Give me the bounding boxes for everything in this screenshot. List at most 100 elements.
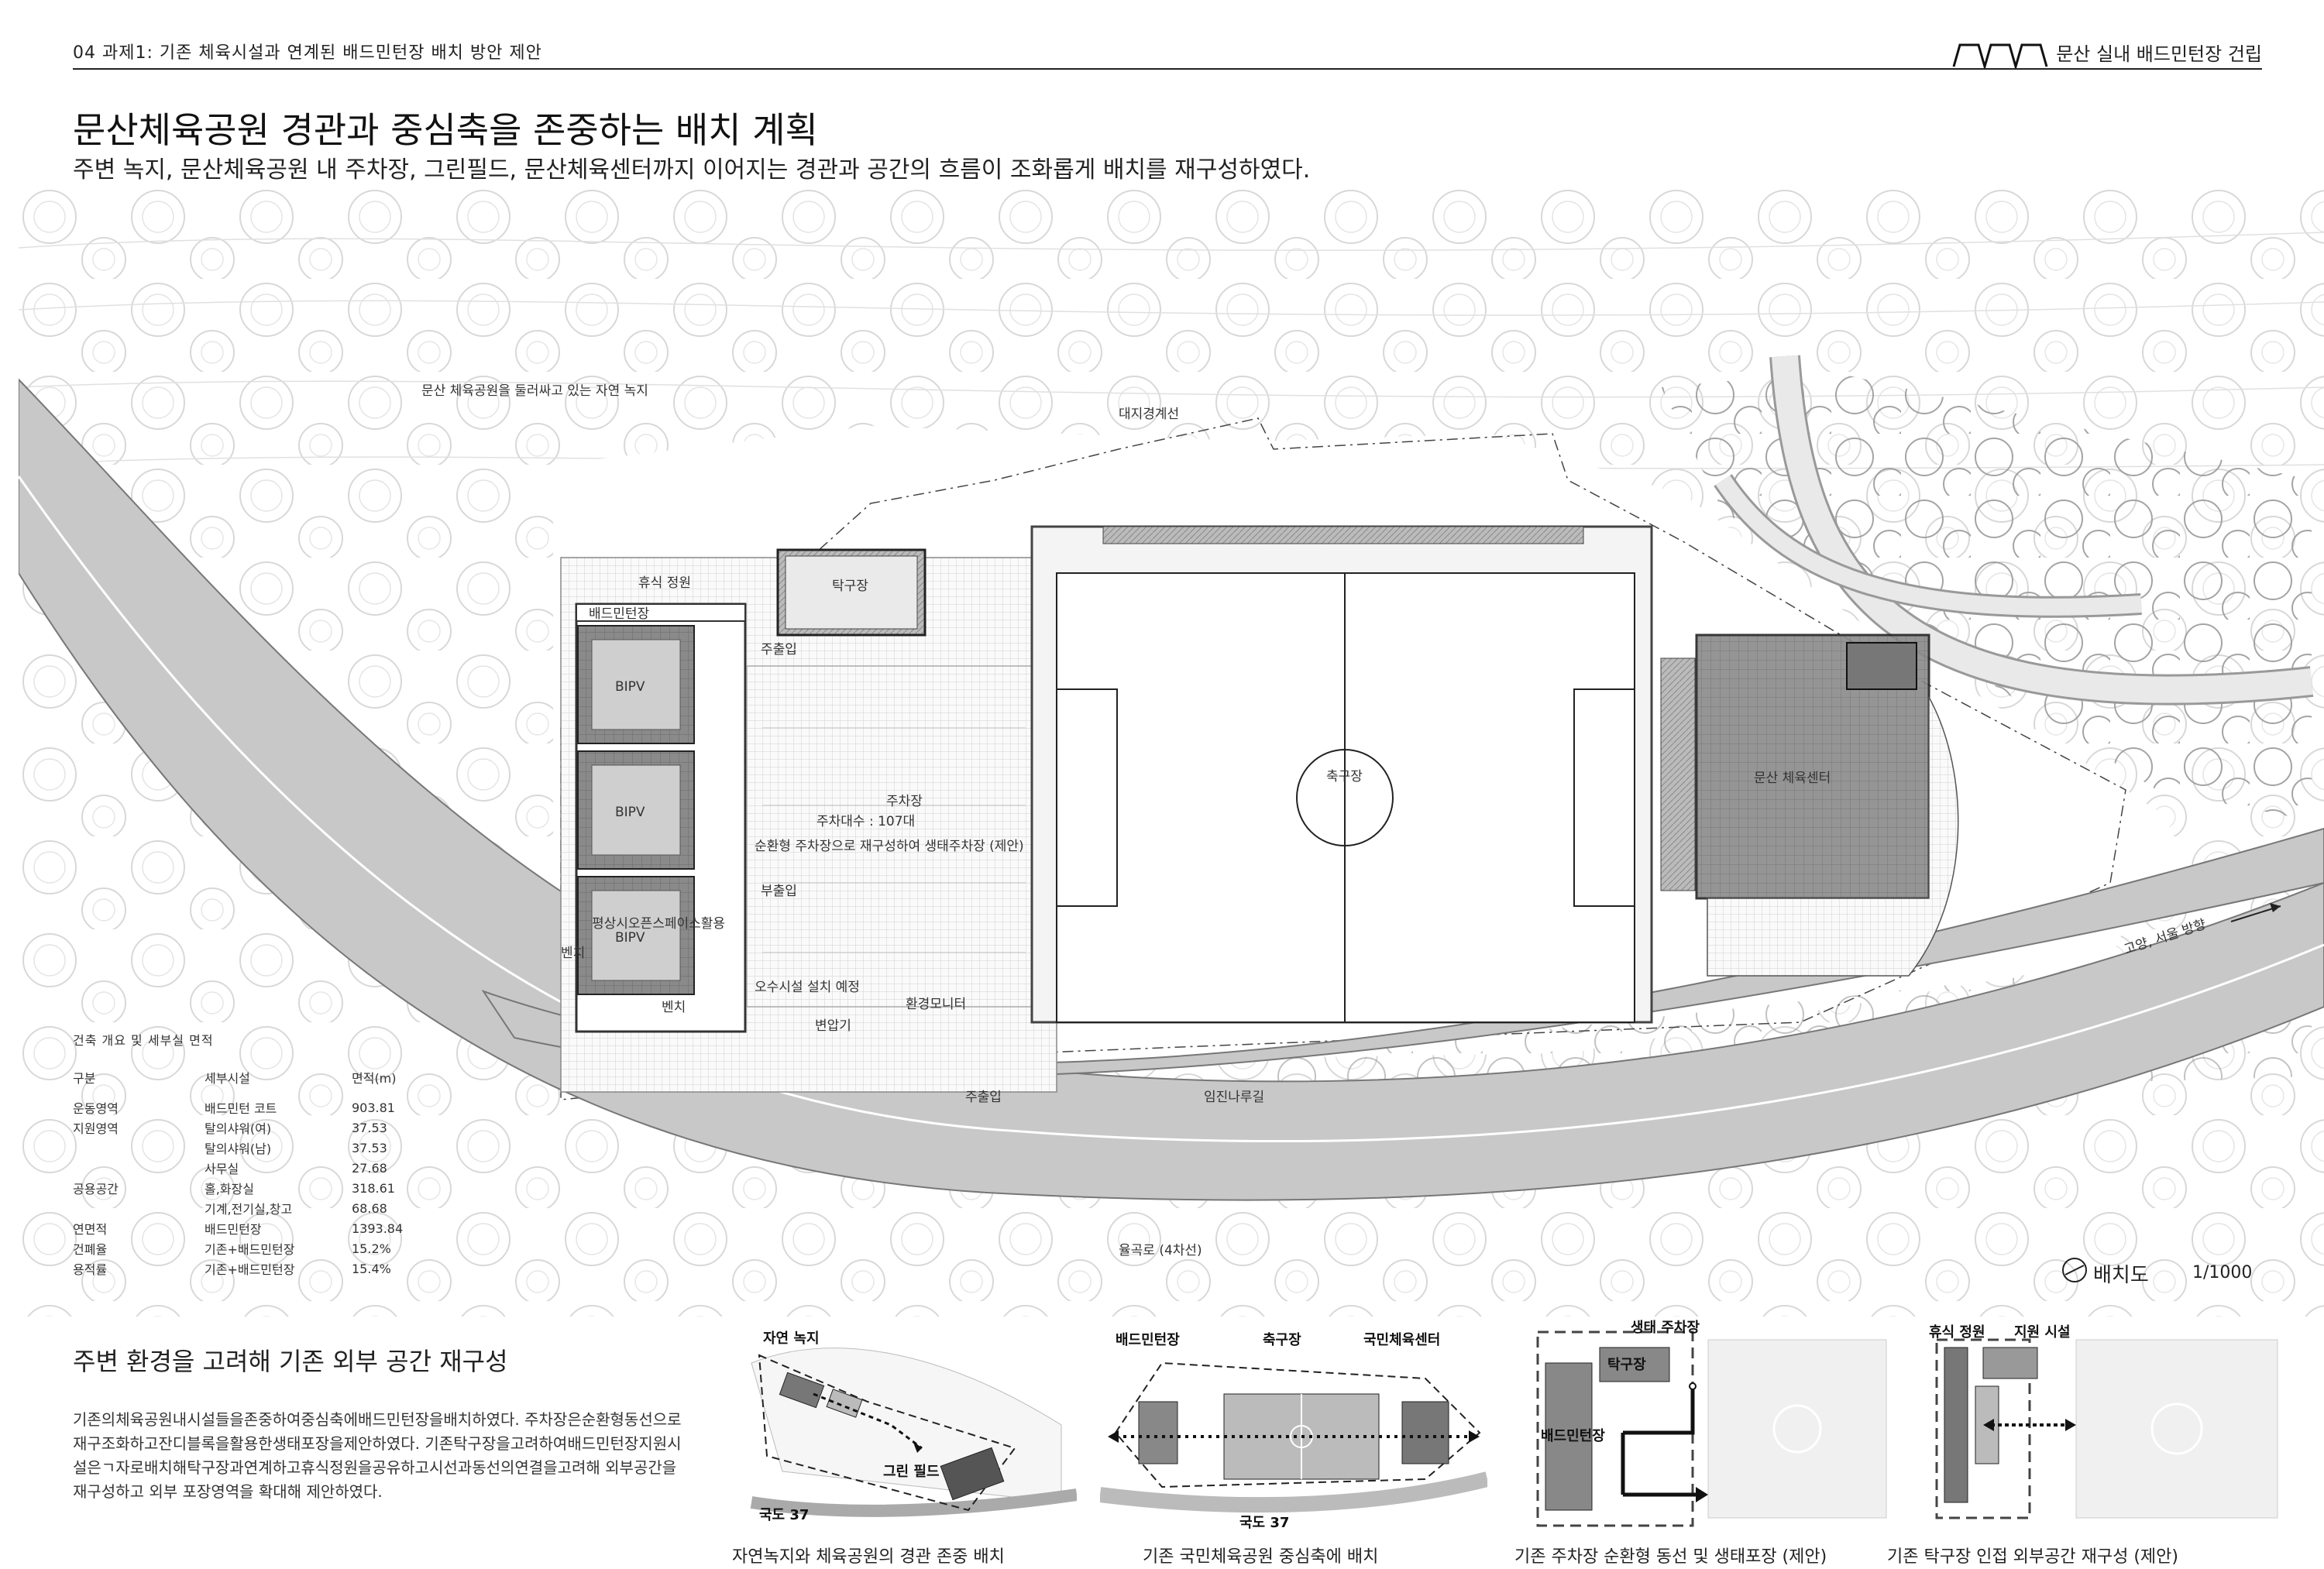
overview-cell: 사무실 bbox=[205, 1162, 239, 1176]
overview-cell: 318.61 bbox=[352, 1180, 395, 1196]
header-divider bbox=[73, 68, 2262, 70]
bipv-label-3: BIPV bbox=[615, 930, 645, 946]
overview-row: 공용공간 홀,화장실 318.61 bbox=[73, 1178, 411, 1198]
overview-cell: 37.53 bbox=[352, 1140, 387, 1155]
overview-cell: 903.81 bbox=[352, 1100, 395, 1115]
section-header: 04 과제1: 기존 체육시설과 연계된 배드민턴장 배치 방안 제안 bbox=[73, 43, 542, 63]
page-subtitle: 주변 녹지, 문산체육공원 내 주차장, 그린필드, 문산체육센터까지 이어지는… bbox=[73, 156, 1311, 184]
panel3-label-badminton: 배드민턴장 bbox=[1541, 1428, 1605, 1444]
panel2-label-center: 국민체육센터 bbox=[1363, 1332, 1440, 1348]
stadium-stand bbox=[1102, 526, 1584, 544]
project-header: 문산 실내 배드민턴장 건립 bbox=[1951, 39, 2262, 71]
north-arrow-icon bbox=[2062, 1258, 2087, 1282]
site-boundary bbox=[560, 417, 2126, 1100]
boundary-label: 대지경계선 bbox=[1119, 407, 1179, 422]
overview-cell: 지원영역 bbox=[73, 1121, 119, 1136]
overview-cell: 탈의샤워(여) bbox=[205, 1121, 272, 1136]
overview-cell bbox=[73, 1138, 205, 1158]
open-space-label: 평상시오픈스페이스활용 bbox=[592, 916, 725, 932]
panel2-label-road: 국도 37 bbox=[1239, 1515, 1289, 1531]
gate-entrance-label: 주출입 bbox=[965, 1090, 1002, 1105]
bipv-panels bbox=[577, 625, 695, 995]
soccer-label: 축구장 bbox=[1326, 769, 1363, 784]
overview-cell: 배드민턴 코트 bbox=[205, 1101, 277, 1116]
overview-cell: 27.68 bbox=[352, 1160, 387, 1176]
overview-row: 사무실 27.68 bbox=[73, 1158, 411, 1178]
panel4-label-garden: 휴식 정원 bbox=[1929, 1324, 1985, 1341]
panel3-caption: 기존 주차장 순환형 동선 및 생태포장 (제안) bbox=[1514, 1547, 1827, 1567]
overview-cell: 배드민턴장 bbox=[205, 1222, 262, 1237]
drain-label: 오수시설 설치 예정 bbox=[755, 980, 860, 995]
panel4-caption: 기존 탁구장 인접 외부공간 재구성 (제안) bbox=[1887, 1547, 2178, 1567]
panel1-label-road: 국도 37 bbox=[759, 1507, 809, 1523]
scale-label: 배치도 bbox=[2093, 1264, 2149, 1287]
panel2-caption: 기존 국민체육공원 중심축에 배치 bbox=[1143, 1547, 1379, 1567]
logo-icon bbox=[1952, 43, 2048, 71]
overview-cell: 홀,화장실 bbox=[205, 1182, 254, 1196]
bipv-label-1: BIPV bbox=[615, 679, 645, 695]
panel2-label-badminton: 배드민턴장 bbox=[1116, 1332, 1180, 1348]
overview-header: 세부시설 bbox=[205, 1071, 250, 1086]
scale-ratio: 1/1000 bbox=[2192, 1263, 2253, 1282]
table-tennis-label: 탁구장 bbox=[832, 579, 868, 594]
overview-cell: 탈의샤워(남) bbox=[205, 1142, 272, 1156]
bench-label-2: 벤치 bbox=[662, 1000, 686, 1015]
bench-label-1: 벤치 bbox=[561, 946, 585, 961]
green-label: 문산 체육공원을 둘러싸고 있는 자연 녹지 bbox=[421, 383, 648, 399]
page-title: 문산체육공원 경관과 중심축을 존중하는 배치 계획 bbox=[73, 109, 818, 151]
panel1-caption: 자연녹지와 체육공원의 경관 존중 배치 bbox=[732, 1547, 1005, 1567]
overview-cell: 15.2% bbox=[352, 1241, 391, 1256]
diagram-panel-4: 휴식 정원 지원 시설 bbox=[1913, 1317, 2285, 1533]
badminton-label: 배드민턴장 bbox=[589, 606, 650, 622]
project-title: 문산 실내 배드민턴장 건립 bbox=[2056, 43, 2262, 65]
overview-cell: 용적률 bbox=[73, 1262, 108, 1277]
panel3-label-parking: 생태 주차장 bbox=[1631, 1320, 1700, 1336]
parking-label: 주차장 bbox=[886, 794, 923, 809]
diagram-panel-2: 배드민턴장 축구장 국민체육센터 국도 37 bbox=[1100, 1317, 1487, 1533]
overview-cell: 1393.84 bbox=[352, 1221, 404, 1236]
panel1-label-green: 자연 녹지 bbox=[763, 1330, 820, 1347]
overview-row: 운동영역 배드민턴 코트 903.81 bbox=[73, 1097, 411, 1118]
diagram-panel-1: 자연 녹지 그린 필드 국도 37 bbox=[736, 1317, 1077, 1533]
bipv-label-2: BIPV bbox=[615, 805, 645, 820]
overview-cell: 연면적 bbox=[73, 1222, 108, 1237]
overview-header-row: 구분 세부시설 면적(m) bbox=[73, 1067, 411, 1097]
panel4-label-support: 지원 시설 bbox=[2014, 1324, 2071, 1341]
overview-row: 기계,전기실,창고 68.68 bbox=[73, 1198, 411, 1218]
overview-title: 건축 개요 및 세부실 면적 bbox=[73, 1033, 214, 1048]
bottom-title: 주변 환경을 고려해 기존 외부 공간 재구성 bbox=[73, 1347, 508, 1376]
monitor-label: 환경모니터 bbox=[906, 997, 966, 1012]
overview-header: 면적(m) bbox=[352, 1071, 397, 1086]
overview-cell bbox=[73, 1198, 205, 1218]
overview-cell: 공용공간 bbox=[73, 1182, 119, 1196]
parking-count: 주차대수 : 107대 bbox=[816, 814, 915, 829]
transformer-label: 변압기 bbox=[815, 1018, 851, 1034]
diagram-panel-3: 생태 주차장 탁구장 배드민턴장 bbox=[1507, 1317, 1894, 1533]
overview-cell: 37.53 bbox=[352, 1120, 387, 1135]
main-entrance-label: 주출입 bbox=[761, 642, 797, 657]
site-plan: 문산 체육공원을 둘러싸고 있는 자연 녹지 대지경계선 휴식 정원 배드민턴장… bbox=[19, 186, 2324, 1317]
sports-center-label: 문산 체육센터 bbox=[1754, 771, 1831, 786]
overview-cell: 운동영역 bbox=[73, 1101, 119, 1116]
panel2-label-soccer: 축구장 bbox=[1263, 1332, 1301, 1348]
sub-entrance-label: 부출입 bbox=[761, 884, 797, 899]
overview-row: 용적률 기존+배드민턴장 15.4% bbox=[73, 1258, 411, 1279]
overview-row: 건폐율 기존+배드민턴장 15.2% bbox=[73, 1238, 411, 1258]
overview-row: 탈의샤워(남) 37.53 bbox=[73, 1138, 411, 1158]
panel3-label-tabletennis: 탁구장 bbox=[1607, 1357, 1646, 1373]
rest-garden-label: 휴식 정원 bbox=[638, 575, 691, 591]
overview-cell: 기계,전기실,창고 bbox=[205, 1202, 293, 1217]
overview-cell: 기존+배드민턴장 bbox=[205, 1242, 295, 1257]
overview-row: 지원영역 탈의샤워(여) 37.53 bbox=[73, 1118, 411, 1138]
parking-note: 순환형 주차장으로 재구성하여 생태주차장 (제안) bbox=[755, 839, 1024, 854]
overview-cell bbox=[73, 1158, 205, 1178]
overview-cell: 기존+배드민턴장 bbox=[205, 1262, 295, 1277]
road-imjin-label: 임진나루길 bbox=[1204, 1090, 1264, 1105]
overview-cell: 15.4% bbox=[352, 1261, 391, 1276]
overview-cell: 68.68 bbox=[352, 1200, 387, 1216]
road-yulgok-label: 율곡로 (4차선) bbox=[1119, 1243, 1202, 1258]
overview-row: 연면적 배드민턴장 1393.84 bbox=[73, 1218, 411, 1238]
overview-cell: 건폐율 bbox=[73, 1242, 108, 1257]
building-overview: 건축 개요 및 세부실 면적 구분 세부시설 면적(m) 운동영역 배드민턴 코트… bbox=[73, 1030, 411, 1279]
